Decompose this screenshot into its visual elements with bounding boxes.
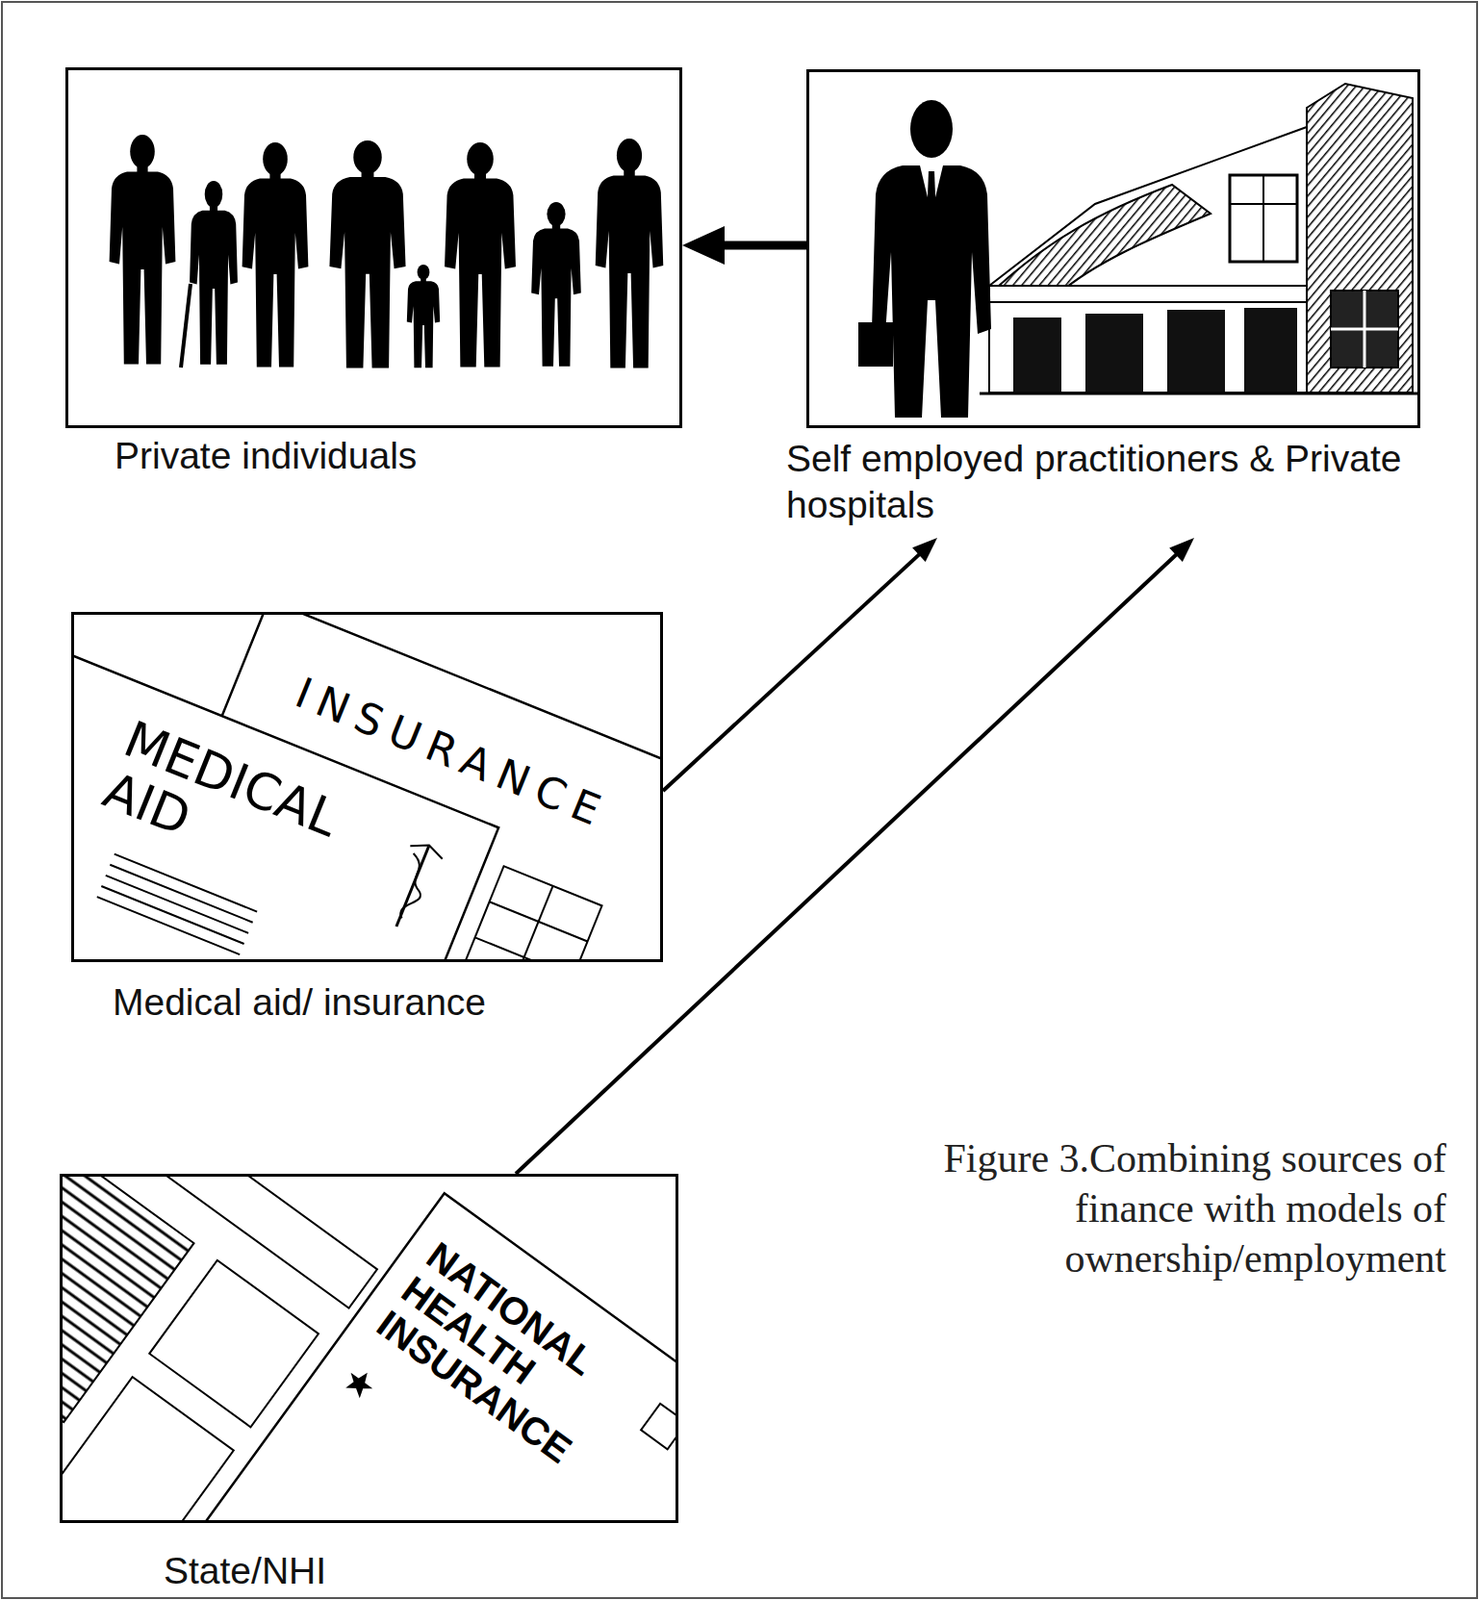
arrow-shaft: [515, 553, 1178, 1174]
picture-panel: Private individuals: [65, 67, 683, 489]
arrow-shaft: [720, 241, 807, 251]
arrow-head: [1169, 537, 1195, 562]
flow-arrow: [682, 226, 807, 265]
flow-arrow: [663, 537, 938, 791]
practitioner-hospital: [857, 83, 1421, 418]
arrow-head: [912, 537, 938, 562]
picture-panel: Self employed practitioners & Private ho…: [806, 69, 1421, 538]
panel-frame: [65, 67, 683, 429]
panel-caption: State/NHI: [163, 1548, 645, 1595]
picture-panel: State/NHI: [59, 1173, 679, 1600]
figure-caption: Figure 3.Combining sources of finance wi…: [868, 1133, 1447, 1284]
arrow-head: [682, 226, 725, 265]
arrow-shaft: [663, 553, 921, 791]
panel-caption: Private individuals: [114, 433, 654, 480]
panel-caption: Medical aid/ insurance: [112, 979, 652, 1026]
panel-frame: [806, 69, 1421, 429]
flow-arrow: [515, 537, 1195, 1174]
people-silhouettes: [109, 134, 664, 368]
panel-caption: Self employed practitioners & Private ho…: [786, 435, 1451, 529]
